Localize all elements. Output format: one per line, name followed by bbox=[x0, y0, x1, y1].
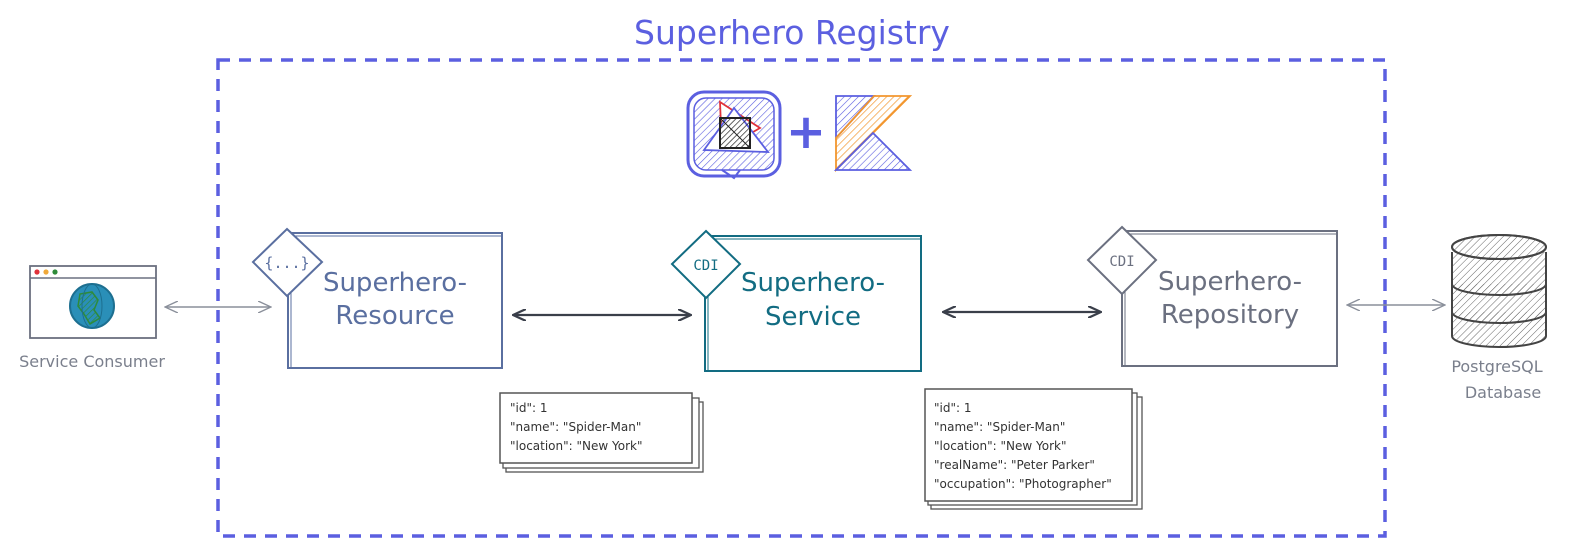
database-label-line1: PostgreSQL bbox=[1451, 357, 1542, 376]
json-line: "id": 1 bbox=[934, 401, 971, 415]
json-line: "name": "Spider-Man" bbox=[510, 420, 641, 434]
json-document-small: "id": 1 "name": "Spider-Man" "location":… bbox=[499, 392, 704, 473]
database-icon bbox=[1451, 234, 1547, 348]
resource-title-line1: Superhero- bbox=[323, 268, 467, 298]
service-title-line2: Service bbox=[765, 302, 861, 332]
registry-boundary bbox=[216, 58, 1387, 538]
json-line: "location": "New York" bbox=[510, 439, 643, 453]
repository-title-line2: Repository bbox=[1161, 300, 1299, 330]
plus-sign: + bbox=[786, 104, 826, 160]
json-document-large: "id": 1 "name": "Spider-Man" "location":… bbox=[924, 388, 1143, 510]
superhero-service: CDI Superhero- Service bbox=[670, 229, 922, 372]
quarkus-logo bbox=[686, 90, 782, 180]
json-line: "occupation": "Photographer" bbox=[934, 477, 1112, 491]
service-consumer-label: Service Consumer bbox=[19, 352, 165, 371]
diagram-title: Superhero Registry bbox=[634, 13, 950, 52]
resource-badge: {...} bbox=[264, 254, 309, 272]
service-badge: CDI bbox=[693, 258, 718, 274]
superhero-repository: CDI Superhero- Repository bbox=[1086, 225, 1338, 367]
globe-icon bbox=[69, 283, 115, 329]
cdi-badge-icon bbox=[1086, 225, 1158, 296]
database: PostgreSQL Database bbox=[1451, 234, 1547, 402]
service-consumer: Service Consumer bbox=[19, 265, 165, 371]
json-line: "location": "New York" bbox=[934, 439, 1067, 453]
database-label-line2: Database bbox=[1465, 383, 1541, 402]
resource-title-line2: Resource bbox=[335, 301, 454, 331]
json-line: "realName": "Peter Parker" bbox=[934, 458, 1095, 472]
repository-title-line1: Superhero- bbox=[1158, 267, 1302, 297]
superhero-resource: {...} Superhero- Resource bbox=[251, 227, 503, 369]
json-line: "name": "Spider-Man" bbox=[934, 420, 1065, 434]
json-badge-icon bbox=[251, 227, 324, 298]
cdi-badge-icon bbox=[670, 229, 742, 300]
kotlin-logo bbox=[833, 95, 913, 173]
repository-badge: CDI bbox=[1109, 254, 1134, 270]
json-line: "id": 1 bbox=[510, 401, 547, 415]
service-title-line1: Superhero- bbox=[741, 268, 885, 298]
